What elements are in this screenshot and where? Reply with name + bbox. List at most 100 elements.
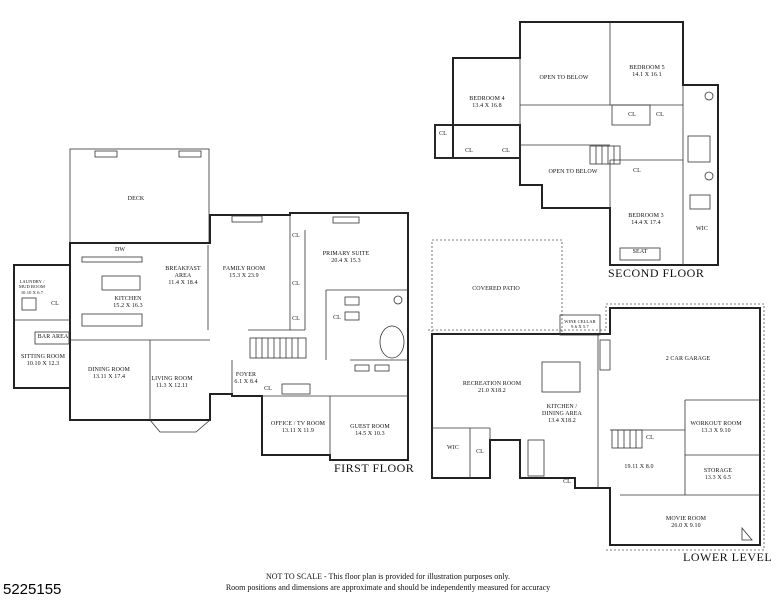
room-covered-patio: COVERED PATIO [472,286,520,293]
room-name: DINING ROOM [88,367,130,373]
room-name: LAUNDRY / MUD ROOM [19,279,45,290]
room-dimensions: 13.11 X 11.9 [281,428,315,435]
room-name: GUEST ROOM [350,424,390,430]
room-name: SEAT [632,249,648,255]
disclaimer-line-1: NOT TO SCALE - This floor plan is provid… [266,572,510,581]
room-name: BEDROOM 5 [629,65,665,71]
room-name: BREAKFAST AREA [165,266,201,280]
disclaimer: NOT TO SCALE - This floor plan is provid… [0,572,776,594]
room-dimensions: 6.1 X 8.4 [234,379,258,386]
lower-level-title: LOWER LEVEL [683,550,773,564]
room-name: WIC [696,226,708,232]
room-dimensions: 13.4 X 16.8 [472,103,502,110]
room-name: OPEN TO BELOW [548,169,598,175]
room-name: FOYER [235,372,257,378]
room-name: KITCHEN [114,296,142,302]
room-unnamed-lower: 19.11 X 8.0 [624,464,653,471]
room-dimensions: 10.10 X 6.7 [20,289,44,295]
room-dimensions: 26.0 X 9.10 [671,523,701,530]
room-dimensions: 13.3 X 6.5 [704,475,732,482]
first-floor-title: FIRST FLOOR [334,461,415,475]
closet-label: CL [333,315,341,321]
room-dimensions: 14.1 X 16.1 [632,72,662,79]
closet-label: CL [439,131,447,137]
room-name: FAMILY ROOM [222,266,266,272]
lower-level-walls [428,239,765,551]
room-name: COVERED PATIO [472,286,520,292]
closet-label: CL [476,449,484,455]
room-name: BAR AREA [37,334,69,340]
room-dimensions: 10.10 X 12.3 [26,361,60,368]
room-dimensions: 15.3 X 23.9 [229,273,259,280]
room-name: PRIMARY SUITE [322,251,370,257]
closet-label: CL [264,386,272,392]
room-name: DECK [127,196,145,202]
room-garage: 2 CAR GARAGE [666,356,711,363]
room-name: LIVING ROOM [151,376,193,382]
dishwasher-label: DW [115,247,125,253]
closet-label: CL [502,148,510,154]
room-dimensions: 14.5 X 10.3 [355,431,385,438]
room-dimensions: 19.11 X 8.0 [624,464,654,470]
room-name: STORAGE [703,468,733,474]
room-dimensions: 15.2 X 16.3 [113,303,143,310]
room-dimensions: 20.4 X 15.3 [331,258,361,265]
room-dimensions: 13.3 X 9.10 [701,428,731,435]
room-name: KITCHEN / DINING AREA [542,404,582,418]
closet-label: CL [465,148,473,154]
room-wic-lower: WIC [447,445,459,452]
closet-label: CL [656,112,664,118]
closet-label: CL [292,233,300,239]
room-name: BEDROOM 3 [628,213,664,219]
closet-label: CL [292,316,300,322]
room-dimensions: 9.6 X 5.7 [571,324,589,330]
room-name: OFFICE / TV ROOM [270,421,326,427]
room-dimensions: 13.4 X18.2 [548,418,576,425]
room-name: WORKOUT ROOM [690,421,742,427]
room-deck: DECK [128,196,145,203]
room-name: SITTING ROOM [20,354,66,360]
room-bar-area: BAR AREA [38,334,69,341]
room-name: BEDROOM 4 [469,96,505,102]
room-name: MOVIE ROOM [665,516,707,522]
second-floor-title: SECOND FLOOR [608,266,705,280]
listing-id: 5225155 [3,581,62,598]
room-open-to-below-1: OPEN TO BELOW [539,75,588,82]
room-dimensions: 13.11 X 17.4 [92,374,126,381]
room-dimensions: 21.0 X18.2 [478,388,506,395]
closet-label: CL [51,301,59,307]
room-name: RECREATION ROOM [462,381,522,387]
second-floor-walls [434,21,719,266]
first-floor-walls [13,148,409,461]
room-open-to-below-2: OPEN TO BELOW [548,169,597,176]
room-wic-upper: WIC [696,226,708,233]
room-dimensions: 11.3 X 12.11 [155,383,189,390]
closet-label: CL [646,435,654,441]
room-seat: SEAT [633,249,648,256]
room-dimensions: 14.4 X 17.4 [631,220,661,227]
room-name: OPEN TO BELOW [539,75,589,81]
closet-label: CL [628,112,636,118]
room-name: 2 CAR GARAGE [665,356,711,362]
room-dimensions: 11.4 X 18.4 [168,280,198,287]
closet-label: CL [563,479,571,485]
